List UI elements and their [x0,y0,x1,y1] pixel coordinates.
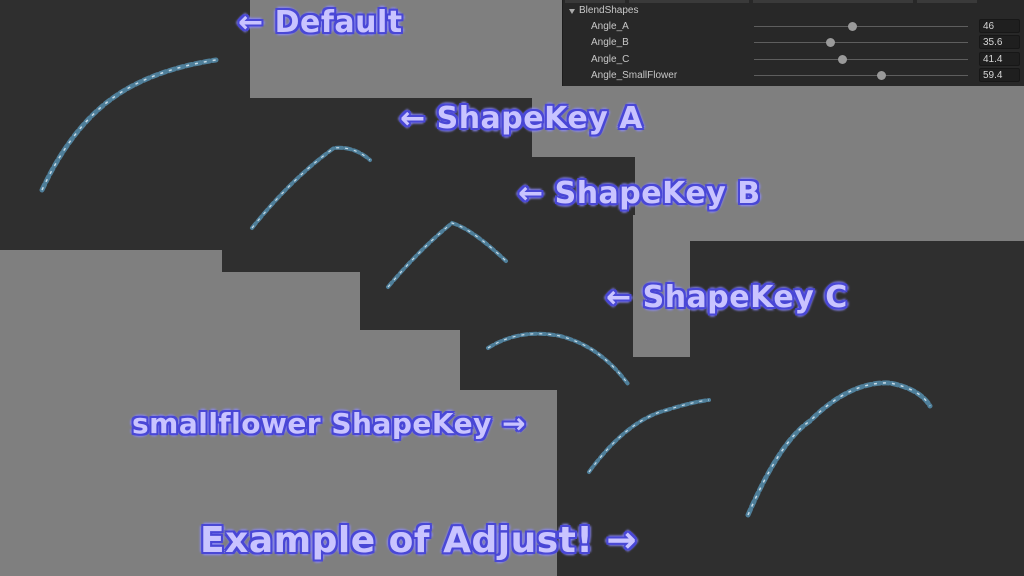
arrow-right-icon: → [502,406,527,440]
blendshape-value-field[interactable]: 46 [979,19,1020,33]
arrow-left-icon: ← [606,279,632,315]
arrow-left-icon: ← [400,100,426,136]
hairclip-shapekey-c [486,331,630,386]
blendshape-slider-track[interactable] [754,75,968,76]
blendshape-value-field[interactable]: 35.6 [979,35,1020,49]
label-shapekey-a-text: ShapeKey A [436,100,643,136]
blendshape-slider-thumb[interactable] [838,55,848,64]
label-shapekey-b: ← ShapeKey B [518,172,761,214]
blendshape-value-field[interactable]: 59.4 [979,68,1020,82]
label-shapekey-b-text: ShapeKey B [554,175,761,211]
viewport-default [0,0,250,250]
label-default: ← Default [238,1,403,43]
arrow-right-icon: → [606,519,637,561]
viewport-example [690,241,1024,576]
blendshape-slider-thumb[interactable] [825,38,835,47]
hairclip-example [745,380,933,518]
blendshape-value-field[interactable]: 41.4 [979,52,1020,66]
hairclip-shapekey-b [386,220,508,289]
label-smallflower: smallflower ShapeKey → [132,402,526,444]
blendshape-slider-track[interactable] [754,26,968,27]
arrow-left-icon: ← [518,175,544,211]
label-shapekey-a: ← ShapeKey A [400,97,643,139]
blendshape-row-angle-smallflower: Angle_SmallFlower 59.4 [563,68,1024,84]
blendshape-label: Angle_A [591,21,629,32]
hairclip-shapekey-a [250,145,372,230]
blendshape-slider-track[interactable] [754,59,968,60]
label-example: Example of Adjust! → [200,512,637,568]
blendshape-label: Angle_SmallFlower [591,70,678,81]
label-shapekey-c: ← ShapeKey C [606,276,848,318]
blendshape-slider-thumb[interactable] [876,71,886,80]
blendshape-label: Angle_B [591,37,629,48]
gray-notch [633,215,690,357]
blendshape-row-angle-b: Angle_B 35.6 [563,35,1024,51]
hairclip-default [39,57,219,193]
foldout-triangle-icon[interactable] [569,8,575,14]
hairclip-smallflower [587,398,711,474]
blendshape-row-angle-a: Angle_A 46 [563,19,1024,35]
blendshape-row-angle-c: Angle_C 41.4 [563,52,1024,68]
label-shapekey-c-text: ShapeKey C [642,279,848,315]
blendshapes-inspector: BlendShapes Angle_A 46 Angle_B 35.6 Angl… [562,0,1024,86]
blendshapes-title: BlendShapes [579,5,639,16]
blendshape-slider-thumb[interactable] [847,22,857,31]
blendshapes-foldout[interactable]: BlendShapes [569,4,639,18]
arrow-left-icon: ← [238,4,264,40]
blendshape-slider-track[interactable] [754,42,968,43]
label-example-text: Example of Adjust! [200,519,594,561]
inspector-top-strip [563,0,1024,3]
label-smallflower-text: smallflower ShapeKey [132,406,492,440]
blendshape-label: Angle_C [591,54,630,65]
label-default-text: Default [274,4,403,40]
